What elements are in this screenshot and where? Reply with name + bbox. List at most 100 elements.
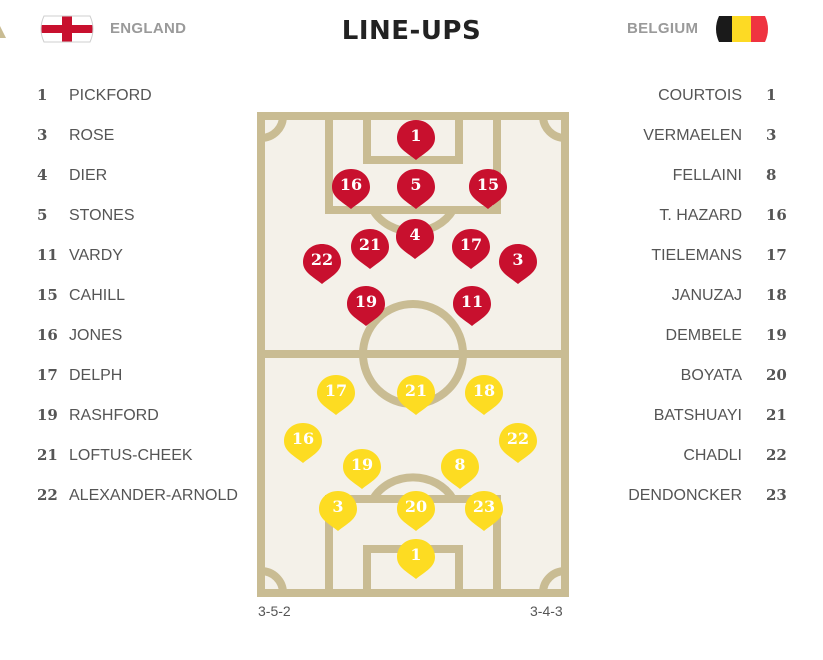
marker-number: 11 [460,292,484,311]
home-player-marker[interactable]: 16 [331,167,371,211]
away-player-marker[interactable]: 21 [396,373,436,417]
player-number: 3 [766,126,777,144]
player-name: DENDONCKER [628,487,742,504]
marker-pin-icon [347,286,385,326]
marker-number: 17 [459,235,483,254]
away-player-marker[interactable]: 3 [318,489,358,533]
marker-pin-icon [317,375,355,415]
player-name: TIELEMANS [651,247,742,264]
player-name: DEMBELE [665,327,742,344]
player-name: COURTOIS [658,87,742,104]
player-number: 19 [766,326,787,344]
away-player-marker[interactable]: 8 [440,447,480,491]
marker-pin-icon [284,423,322,463]
player-name: DIER [69,167,108,184]
player-number: 23 [766,486,787,504]
list-item[interactable]: TIELEMANS 17 [600,246,800,286]
list-item[interactable]: COURTOIS 1 [600,86,800,126]
list-item[interactable]: DENDONCKER 23 [600,486,800,526]
marker-number: 21 [358,235,382,254]
home-player-marker[interactable]: 3 [498,242,538,286]
marker-pin-icon [396,219,434,259]
home-team-name: ENGLAND [110,20,187,37]
away-player-marker[interactable]: 17 [316,373,356,417]
home-player-marker[interactable]: 22 [302,242,342,286]
away-player-marker[interactable]: 20 [396,489,436,533]
player-number: 1 [37,86,48,104]
home-player-marker[interactable]: 11 [452,284,492,328]
away-player-marker[interactable]: 22 [498,421,538,465]
home-player-marker[interactable]: 15 [468,167,508,211]
player-name: T. HAZARD [659,207,742,224]
player-name: DELPH [69,367,123,384]
home-player-marker[interactable]: 4 [395,217,435,261]
belgium-flag-icon [716,16,768,42]
away-player-marker[interactable]: 18 [464,373,504,417]
home-player-marker[interactable]: 21 [350,227,390,271]
marker-pin-icon [441,449,479,489]
player-number: 20 [766,366,787,384]
marker-pin-icon [465,375,503,415]
away-player-marker[interactable]: 19 [342,447,382,491]
marker-number: 15 [476,175,500,194]
player-number: 16 [37,326,58,344]
home-player-marker[interactable]: 5 [396,167,436,211]
player-number: 17 [766,246,787,264]
page-title: LINE-UPS [341,16,482,46]
home-player-marker[interactable]: 19 [346,284,386,328]
player-name: JANUZAJ [671,287,742,304]
home-formation: 3-5-2 [258,603,291,619]
player-name: CAHILL [69,287,126,304]
list-item[interactable]: VERMAELEN 3 [600,126,800,166]
away-player-marker[interactable]: 1 [396,537,436,581]
player-name: STONES [69,207,135,224]
list-item[interactable]: 5 STONES [0,206,250,246]
player-name: VERMAELEN [643,127,742,144]
player-number: 16 [766,206,787,224]
player-name: ROSE [69,127,115,144]
home-player-marker[interactable]: 17 [451,227,491,271]
player-name: VARDY [69,247,123,264]
away-player-marker[interactable]: 16 [283,421,323,465]
away-player-marker[interactable]: 23 [464,489,504,533]
player-number: 17 [37,366,58,384]
player-number: 21 [37,446,58,464]
marker-number: 18 [472,381,496,400]
home-player-marker[interactable]: 1 [396,118,436,162]
list-item[interactable]: T. HAZARD 16 [600,206,800,246]
corner-accent-icon [0,26,6,38]
list-item[interactable]: 17 DELPH [0,366,250,406]
player-number: 5 [37,206,48,224]
marker-number: 19 [354,292,378,311]
marker-pin-icon [397,491,435,531]
marker-number: 17 [324,381,348,400]
marker-pin-icon [499,244,537,284]
away-team-name: BELGIUM [627,20,699,37]
player-name: ALEXANDER-ARNOLD [69,487,238,504]
marker-number: 4 [409,225,421,244]
marker-number: 8 [454,455,466,474]
marker-pin-icon [351,229,389,269]
marker-number: 16 [339,175,363,194]
player-number: 1 [766,86,777,104]
marker-number: 20 [404,497,428,516]
marker-number: 23 [472,497,496,516]
pitch-diagram [257,112,569,597]
list-item[interactable]: DEMBELE 19 [600,326,800,366]
